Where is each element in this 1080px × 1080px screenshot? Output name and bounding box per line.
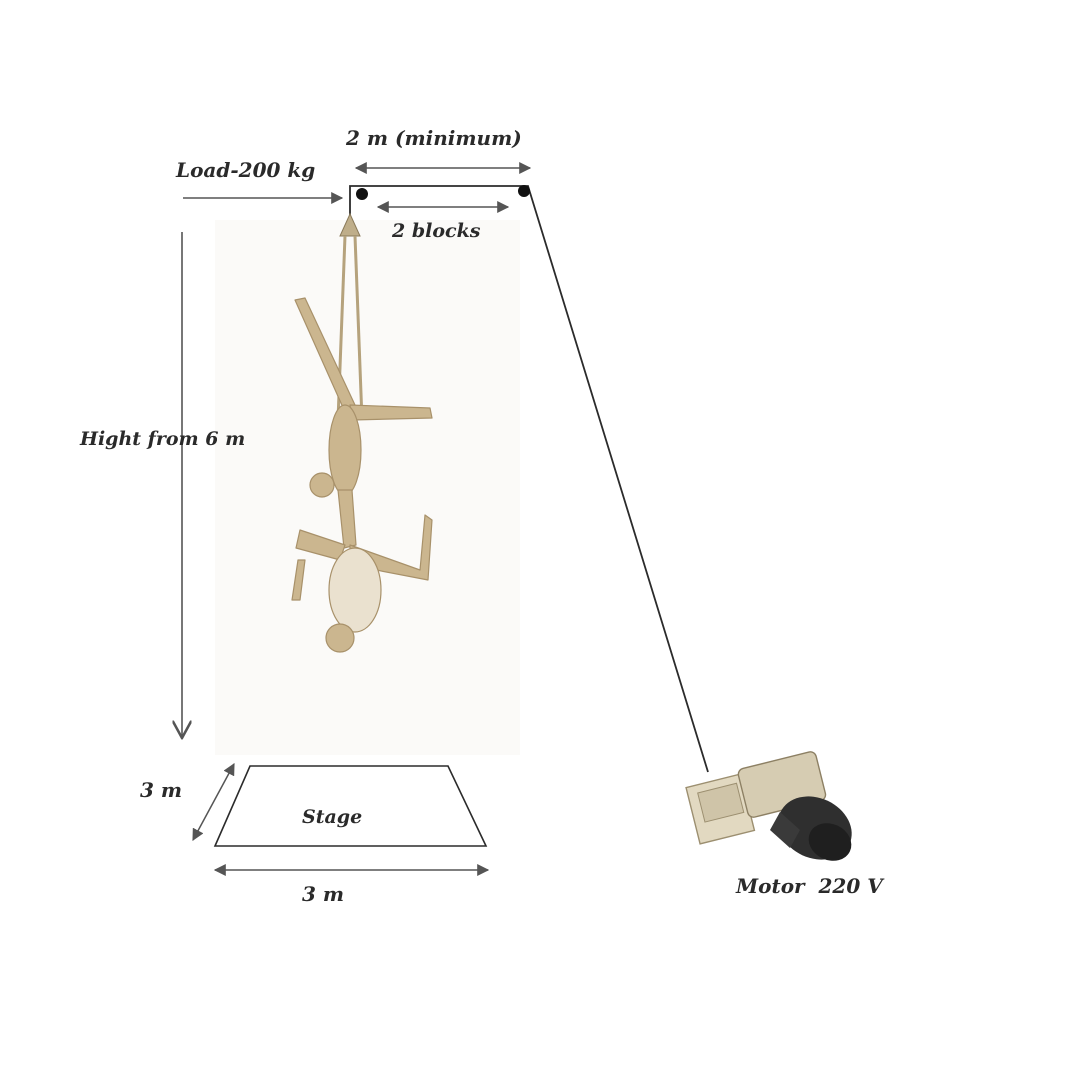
pulley-block-left [356, 188, 368, 200]
span-label: 2 m (minimum) [346, 126, 522, 150]
height-label: Hight from 6 m [80, 428, 246, 450]
hook [339, 212, 361, 237]
winch-motor [685, 751, 852, 861]
blocks-label: 2 blocks [392, 220, 481, 242]
load-label: Load-200 kg [176, 158, 316, 182]
stage-label: Stage [302, 806, 363, 828]
stage-depth-label: 3 m [140, 778, 183, 802]
motor-label: Motor 220 V [736, 874, 883, 898]
stage-depth-arrow [192, 762, 235, 842]
stage-width-label: 3 m [302, 882, 345, 906]
performer-backdrop [215, 220, 520, 755]
strap-right [353, 235, 364, 421]
aerial-performers [291, 297, 433, 653]
rigging-cable [349, 185, 709, 773]
pulley-block-right [518, 185, 530, 197]
